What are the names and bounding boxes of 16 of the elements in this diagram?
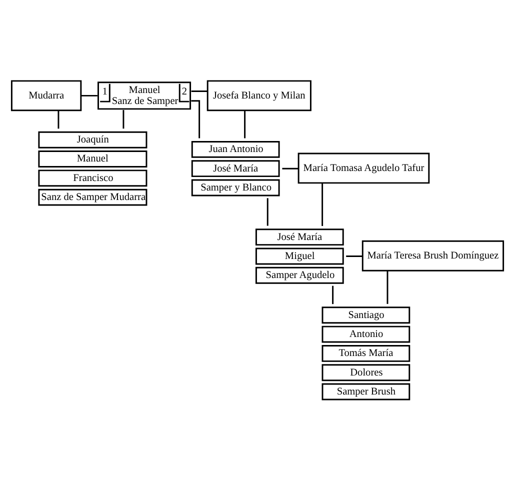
connector bbox=[282, 168, 298, 170]
connector bbox=[58, 110, 60, 129]
connector bbox=[191, 90, 208, 92]
connector bbox=[386, 270, 388, 304]
connector bbox=[244, 110, 246, 138]
node-box: Mudarra bbox=[10, 80, 82, 112]
node-box: Josefa Blanco y Milan bbox=[206, 80, 312, 112]
connector bbox=[346, 256, 363, 257]
node-box: María Teresa Brush Domínguez bbox=[362, 240, 504, 272]
connector bbox=[322, 183, 324, 226]
connector bbox=[191, 100, 200, 138]
node-box: María Tomasa Agudelo Tafur bbox=[298, 152, 430, 184]
connector bbox=[81, 94, 98, 96]
connector bbox=[332, 286, 334, 304]
connector bbox=[266, 198, 268, 226]
connector bbox=[122, 110, 124, 129]
